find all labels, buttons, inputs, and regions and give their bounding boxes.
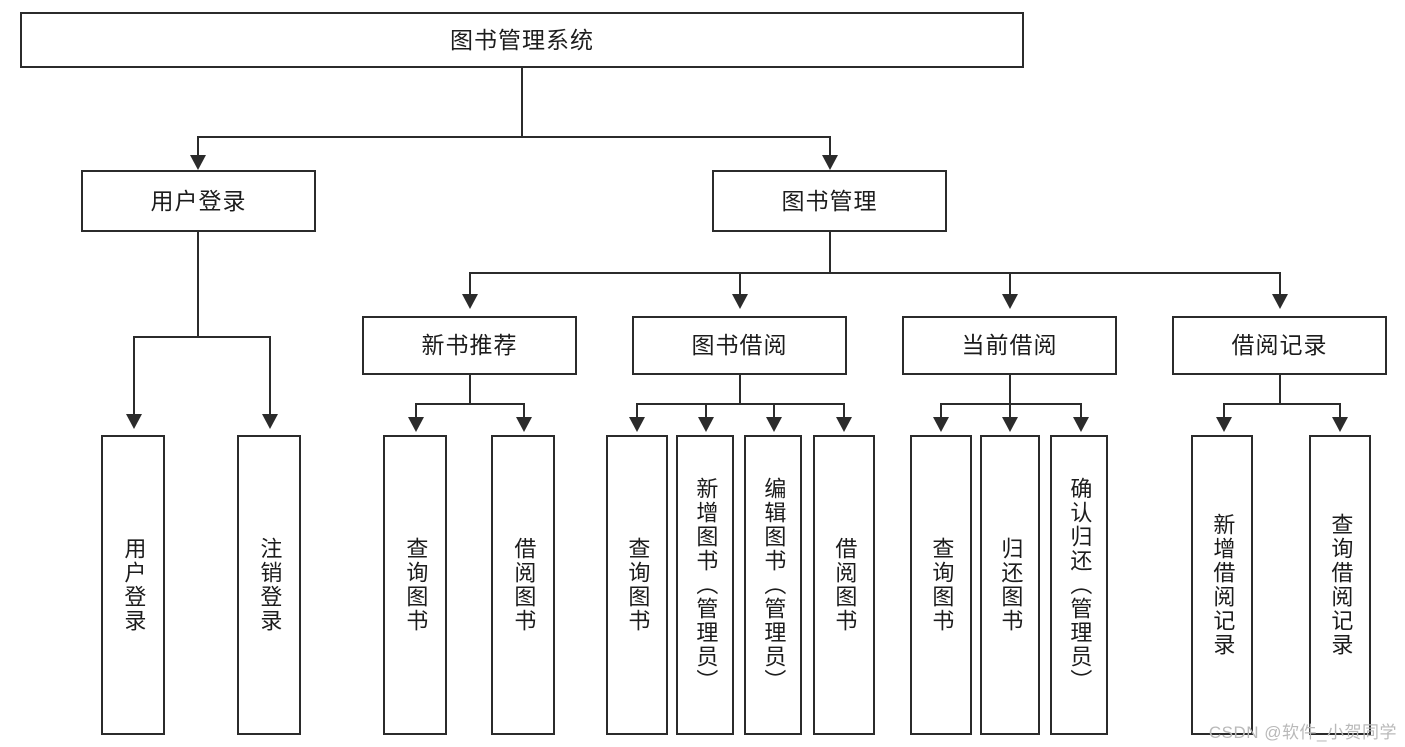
arrowhead-newbook-leaf-2 — [516, 417, 532, 432]
arrowhead-currentborrow-leaf-1 — [933, 417, 949, 432]
connector-bm-to-borrow-record — [1279, 272, 1281, 296]
arrowhead-bookborrow-leaf-1 — [629, 417, 645, 432]
node-label: 图书管理系统 — [450, 26, 594, 53]
leaf-label: 编辑图书（管理员） — [761, 477, 787, 693]
node-label: 新书推荐 — [421, 332, 518, 359]
connector-bookborrow-bus — [636, 403, 845, 405]
leaf-bookborrow-borrow-book[interactable]: 借阅图书 — [813, 435, 875, 735]
connector-book-management-bus — [469, 272, 1280, 274]
connector-bm-to-book-borrow — [739, 272, 741, 296]
node-label: 图书借阅 — [691, 332, 788, 359]
arrowhead-bm-to-new-book — [462, 294, 478, 309]
leaf-label: 新增借阅记录 — [1210, 513, 1236, 657]
node-book-management[interactable]: 图书管理 — [712, 170, 947, 232]
connector-currentborrow-to-leaf-3 — [1080, 403, 1082, 419]
node-borrow-record[interactable]: 借阅记录 — [1172, 316, 1387, 375]
leaf-currentborrow-confirm-return-admin[interactable]: 确认归还（管理员） — [1050, 435, 1108, 735]
connector-newbook-to-leaf-2 — [523, 403, 525, 419]
connector-bookborrow-to-leaf-3 — [773, 403, 775, 419]
leaf-label: 查询图书 — [625, 537, 651, 633]
node-label: 当前借阅 — [961, 332, 1058, 359]
node-label: 用户登录 — [150, 187, 247, 214]
leaf-newbook-query-book[interactable]: 查询图书 — [383, 435, 447, 735]
connector-borrowrecord-bus — [1223, 403, 1339, 405]
connector-root-to-user-login — [197, 136, 199, 158]
arrowhead-user-login-leaf-2 — [262, 414, 278, 429]
arrowhead-root-to-book-management — [822, 155, 838, 170]
arrowhead-bm-to-current-borrow — [1002, 294, 1018, 309]
connector-currentborrow-stem — [1009, 375, 1011, 403]
leaf-bookborrow-query-book[interactable]: 查询图书 — [606, 435, 668, 735]
connector-user-login-stem — [197, 232, 199, 336]
arrowhead-bm-to-borrow-record — [1272, 294, 1288, 309]
connector-currentborrow-to-leaf-1 — [940, 403, 942, 419]
leaf-bookborrow-add-book-admin[interactable]: 新增图书（管理员） — [676, 435, 734, 735]
node-user-login[interactable]: 用户登录 — [81, 170, 316, 232]
connector-newbook-bus — [415, 403, 523, 405]
arrowhead-bookborrow-leaf-2 — [698, 417, 714, 432]
arrowhead-bookborrow-leaf-3 — [766, 417, 782, 432]
connector-borrowrecord-to-leaf-1 — [1223, 403, 1225, 419]
arrowhead-borrowrecord-leaf-2 — [1332, 417, 1348, 432]
leaf-currentborrow-query-book[interactable]: 查询图书 — [910, 435, 972, 735]
connector-root-bus — [197, 136, 829, 138]
leaf-label: 借阅图书 — [511, 537, 537, 633]
connector-user-login-bus — [133, 336, 269, 338]
connector-root-to-book-management — [829, 136, 831, 158]
leaf-label: 查询图书 — [403, 537, 429, 633]
connector-bookborrow-stem — [739, 375, 741, 403]
connector-bm-to-new-book — [469, 272, 471, 296]
node-book-borrow[interactable]: 图书借阅 — [632, 316, 847, 375]
watermark-text: CSDN @软件_小贺同学 — [1208, 723, 1397, 742]
leaf-label: 查询图书 — [929, 537, 955, 633]
node-new-book-recommend[interactable]: 新书推荐 — [362, 316, 577, 375]
connector-currentborrow-to-leaf-2 — [1009, 403, 1011, 419]
arrowhead-bookborrow-leaf-4 — [836, 417, 852, 432]
node-current-borrow[interactable]: 当前借阅 — [902, 316, 1117, 375]
arrowhead-currentborrow-leaf-2 — [1002, 417, 1018, 432]
leaf-label: 注销登录 — [257, 537, 283, 633]
connector-bookborrow-to-leaf-1 — [636, 403, 638, 419]
leaf-user-login-login[interactable]: 用户登录 — [101, 435, 165, 735]
arrowhead-bm-to-book-borrow — [732, 294, 748, 309]
leaf-newbook-borrow-book[interactable]: 借阅图书 — [491, 435, 555, 735]
connector-book-management-stem — [829, 232, 831, 272]
leaf-bookborrow-edit-book-admin[interactable]: 编辑图书（管理员） — [744, 435, 802, 735]
arrowhead-root-to-user-login — [190, 155, 206, 170]
connector-user-login-to-leaf-2 — [269, 336, 271, 416]
arrowhead-borrowrecord-leaf-1 — [1216, 417, 1232, 432]
leaf-label: 用户登录 — [121, 537, 147, 633]
connector-newbook-stem — [469, 375, 471, 403]
leaf-borrowrecord-add-record[interactable]: 新增借阅记录 — [1191, 435, 1253, 735]
connector-newbook-to-leaf-1 — [415, 403, 417, 419]
leaf-borrowrecord-query-record[interactable]: 查询借阅记录 — [1309, 435, 1371, 735]
leaf-label: 借阅图书 — [832, 537, 858, 633]
leaf-user-login-logout[interactable]: 注销登录 — [237, 435, 301, 735]
leaf-currentborrow-return-book[interactable]: 归还图书 — [980, 435, 1040, 735]
node-label: 图书管理 — [781, 187, 878, 214]
arrowhead-currentborrow-leaf-3 — [1073, 417, 1089, 432]
arrowhead-user-login-leaf-1 — [126, 414, 142, 429]
connector-bm-to-current-borrow — [1009, 272, 1011, 296]
node-root-book-management-system[interactable]: 图书管理系统 — [20, 12, 1024, 68]
leaf-label: 查询借阅记录 — [1328, 513, 1354, 657]
leaf-label: 归还图书 — [998, 537, 1024, 633]
connector-borrowrecord-stem — [1279, 375, 1281, 403]
node-label: 借阅记录 — [1231, 332, 1328, 359]
leaf-label: 确认归还（管理员） — [1067, 477, 1093, 693]
connector-bookborrow-to-leaf-2 — [705, 403, 707, 419]
arrowhead-newbook-leaf-1 — [408, 417, 424, 432]
connector-bookborrow-to-leaf-4 — [843, 403, 845, 419]
connector-borrowrecord-to-leaf-2 — [1339, 403, 1341, 419]
connector-root-stem — [521, 68, 523, 136]
leaf-label: 新增图书（管理员） — [693, 477, 719, 693]
connector-user-login-to-leaf-1 — [133, 336, 135, 416]
